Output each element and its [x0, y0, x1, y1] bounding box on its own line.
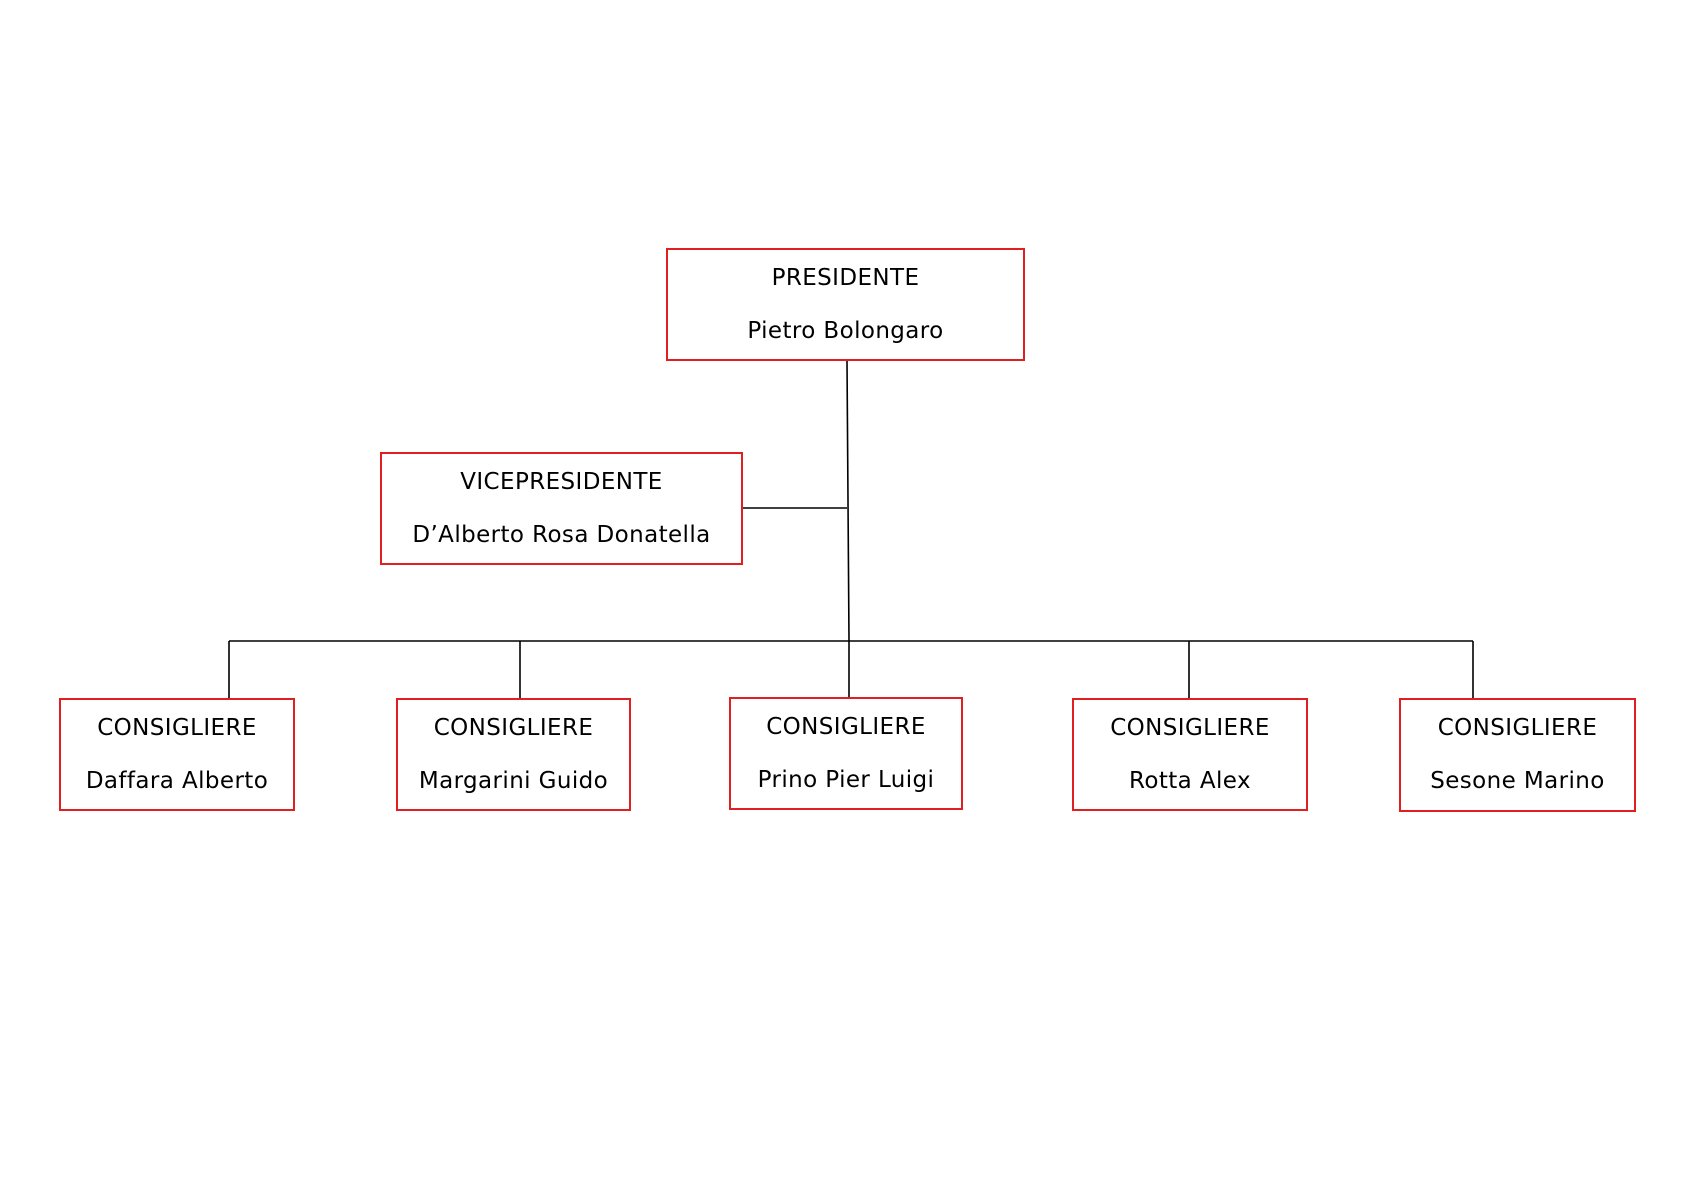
councillor-box-margarini: CONSIGLIERE Margarini Guido	[396, 698, 631, 811]
president-role: PRESIDENTE	[771, 264, 920, 291]
vice-president-role: VICEPRESIDENTE	[460, 468, 663, 495]
councillor-box-daffara: CONSIGLIERE Daffara Alberto	[59, 698, 295, 811]
councillor-name: Sesone Marino	[1430, 768, 1605, 794]
president-box: PRESIDENTE Pietro Bolongaro	[666, 248, 1025, 361]
councillor-box-prino: CONSIGLIERE Prino Pier Luigi	[729, 697, 963, 810]
vice-president-name: D’Alberto Rosa Donatella	[412, 521, 711, 548]
councillor-name: Prino Pier Luigi	[757, 766, 935, 793]
councillor-role: CONSIGLIERE	[766, 713, 926, 740]
councillor-box-sesone: CONSIGLIERE Sesone Marino	[1399, 698, 1636, 812]
councillor-box-rotta: CONSIGLIERE Rotta Alex	[1072, 698, 1308, 811]
councillor-name: Margarini Guido	[418, 767, 609, 794]
president-name: Pietro Bolongaro	[747, 317, 944, 344]
councillor-role: CONSIGLIERE	[97, 714, 257, 741]
councillor-role: CONSIGLIERE	[1437, 715, 1598, 741]
councillor-name: Daffara Alberto	[85, 767, 269, 794]
connector-president-trunk	[846, 360, 850, 642]
councillor-role: CONSIGLIERE	[1110, 714, 1270, 741]
councillor-role: CONSIGLIERE	[433, 714, 594, 741]
vice-president-box: VICEPRESIDENTE D’Alberto Rosa Donatella	[380, 452, 743, 565]
councillor-name: Rotta Alex	[1129, 767, 1251, 794]
